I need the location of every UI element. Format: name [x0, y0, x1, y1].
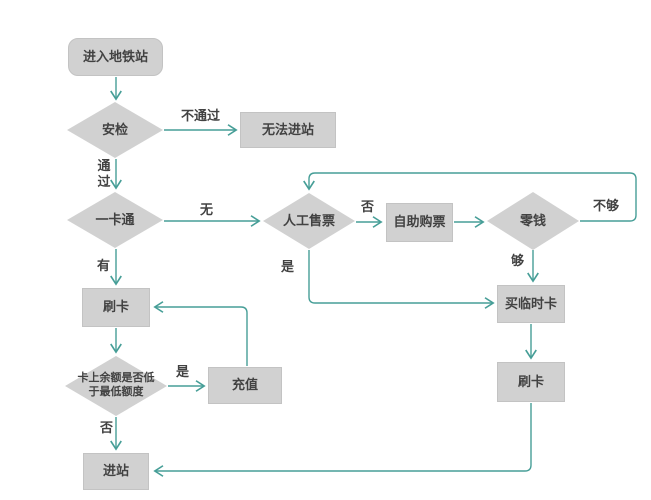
edge-label-manual-yes: 是	[281, 259, 295, 274]
edge-recharge-swipe1	[153, 301, 248, 366]
edge-label-card-have: 有	[97, 258, 111, 273]
node-balance-check-label: 卡上余额是否低 于最低额度	[77, 372, 155, 398]
node-manual-ticket-label: 人工售票	[282, 212, 335, 228]
node-no-entry: 无法进站	[240, 112, 336, 148]
node-self-ticket-label: 自助购票	[393, 214, 446, 230]
node-swipe-card-1-label: 刷卡	[102, 299, 129, 315]
node-buy-temp-card: 买临时卡	[497, 285, 565, 323]
node-buy-temp-card-label: 买临时卡	[504, 295, 557, 311]
node-start: 进入地铁站	[68, 38, 163, 76]
node-swipe-card-1: 刷卡	[82, 288, 150, 327]
node-swipe-card-2-label: 刷卡	[517, 373, 544, 389]
edge-label-balance-yes: 是	[176, 364, 190, 379]
node-self-ticket: 自助购票	[386, 203, 453, 242]
node-manual-ticket: 人工售票	[263, 193, 355, 249]
edge-swipe2-enter	[153, 403, 532, 477]
edge-label-security-fail: 不通过	[181, 108, 221, 123]
edge-label-balance-no: 否	[100, 420, 114, 435]
node-start-label: 进入地铁站	[82, 48, 148, 64]
edge-label-manual-no: 否	[361, 199, 375, 214]
edge-label-change-not-enough: 不够	[593, 198, 620, 213]
edge-change-loop-manual	[303, 172, 637, 222]
node-recharge: 充值	[208, 367, 282, 404]
node-change: 零钱	[487, 192, 579, 250]
edge-label-security-pass: 通过	[97, 158, 111, 190]
node-balance-check: 卡上余额是否低 于最低额度	[65, 356, 167, 416]
node-transit-card: 一卡通	[67, 192, 163, 248]
edge-manual-buytemp	[308, 250, 495, 309]
node-recharge-label: 充值	[231, 377, 258, 393]
node-security-check: 安检	[67, 102, 163, 158]
node-enter-station-label: 进站	[102, 463, 129, 479]
node-no-entry-label: 无法进站	[261, 121, 314, 137]
node-enter-station: 进站	[83, 453, 149, 490]
node-transit-card-label: 一卡通	[95, 211, 135, 227]
edge-label-change-enough: 够	[511, 253, 525, 268]
node-change-label: 零钱	[519, 212, 546, 228]
node-swipe-card-2: 刷卡	[497, 362, 565, 402]
node-security-label: 安检	[101, 121, 128, 137]
edge-label-card-none: 无	[200, 202, 214, 217]
